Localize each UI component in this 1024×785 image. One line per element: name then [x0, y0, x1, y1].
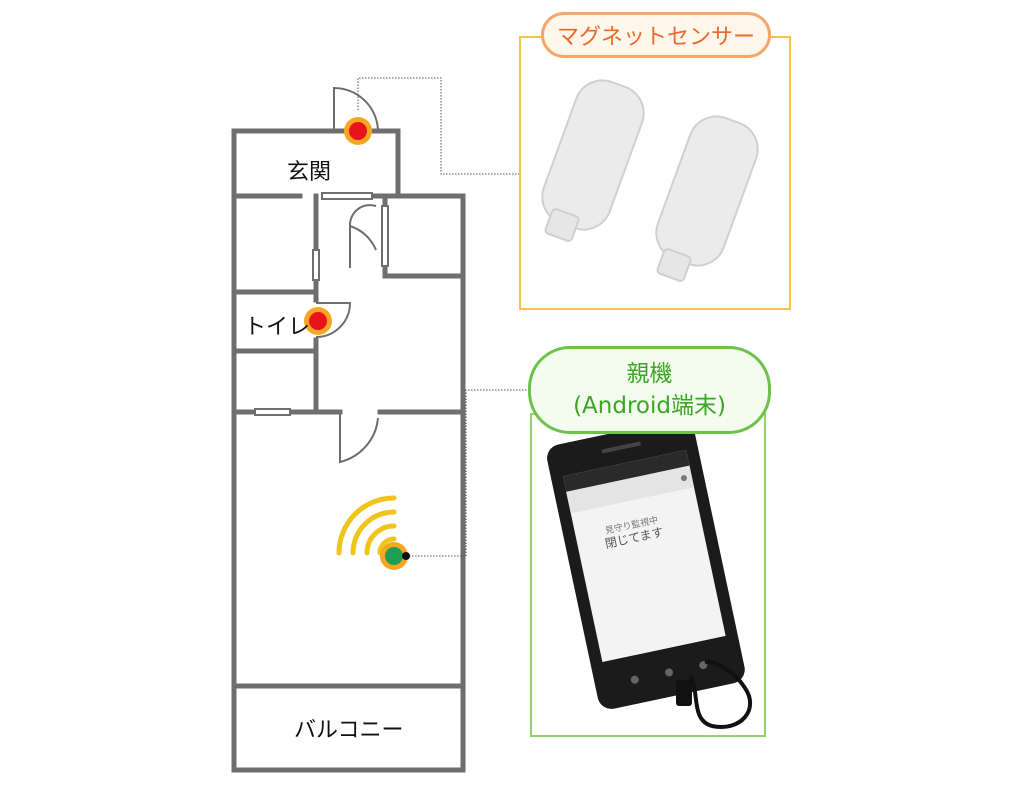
hub-label-line2: (Android端末)	[573, 390, 726, 422]
magnet-sensor-label: マグネットセンサー	[541, 12, 771, 58]
sensor-connector	[358, 78, 519, 174]
wall-closet	[385, 196, 463, 276]
doors	[316, 88, 378, 462]
sliding-door-room	[255, 409, 290, 415]
sliding-door-top	[322, 193, 372, 199]
sliding-door-left	[313, 250, 319, 280]
sensor-marker-entrance	[344, 117, 372, 145]
hub-connector	[406, 390, 530, 556]
room-label-entrance: 玄関	[287, 154, 331, 186]
closet-door-2	[350, 205, 376, 226]
room-label-toilet: トイレ	[244, 309, 310, 341]
closet-door-panel	[382, 206, 388, 266]
closet-door-1	[350, 226, 376, 268]
connector-lines	[358, 78, 530, 556]
hub-label-line1: 親機	[627, 358, 673, 390]
room-label-balcony: バルコニー	[294, 712, 404, 744]
hub-callout-box	[530, 413, 766, 737]
hub-marker	[380, 542, 410, 570]
magnet-sensor-callout-box	[519, 36, 791, 310]
hub-label: 親機 (Android端末)	[528, 346, 771, 434]
room-door	[340, 412, 378, 462]
floor-plan	[234, 131, 463, 770]
